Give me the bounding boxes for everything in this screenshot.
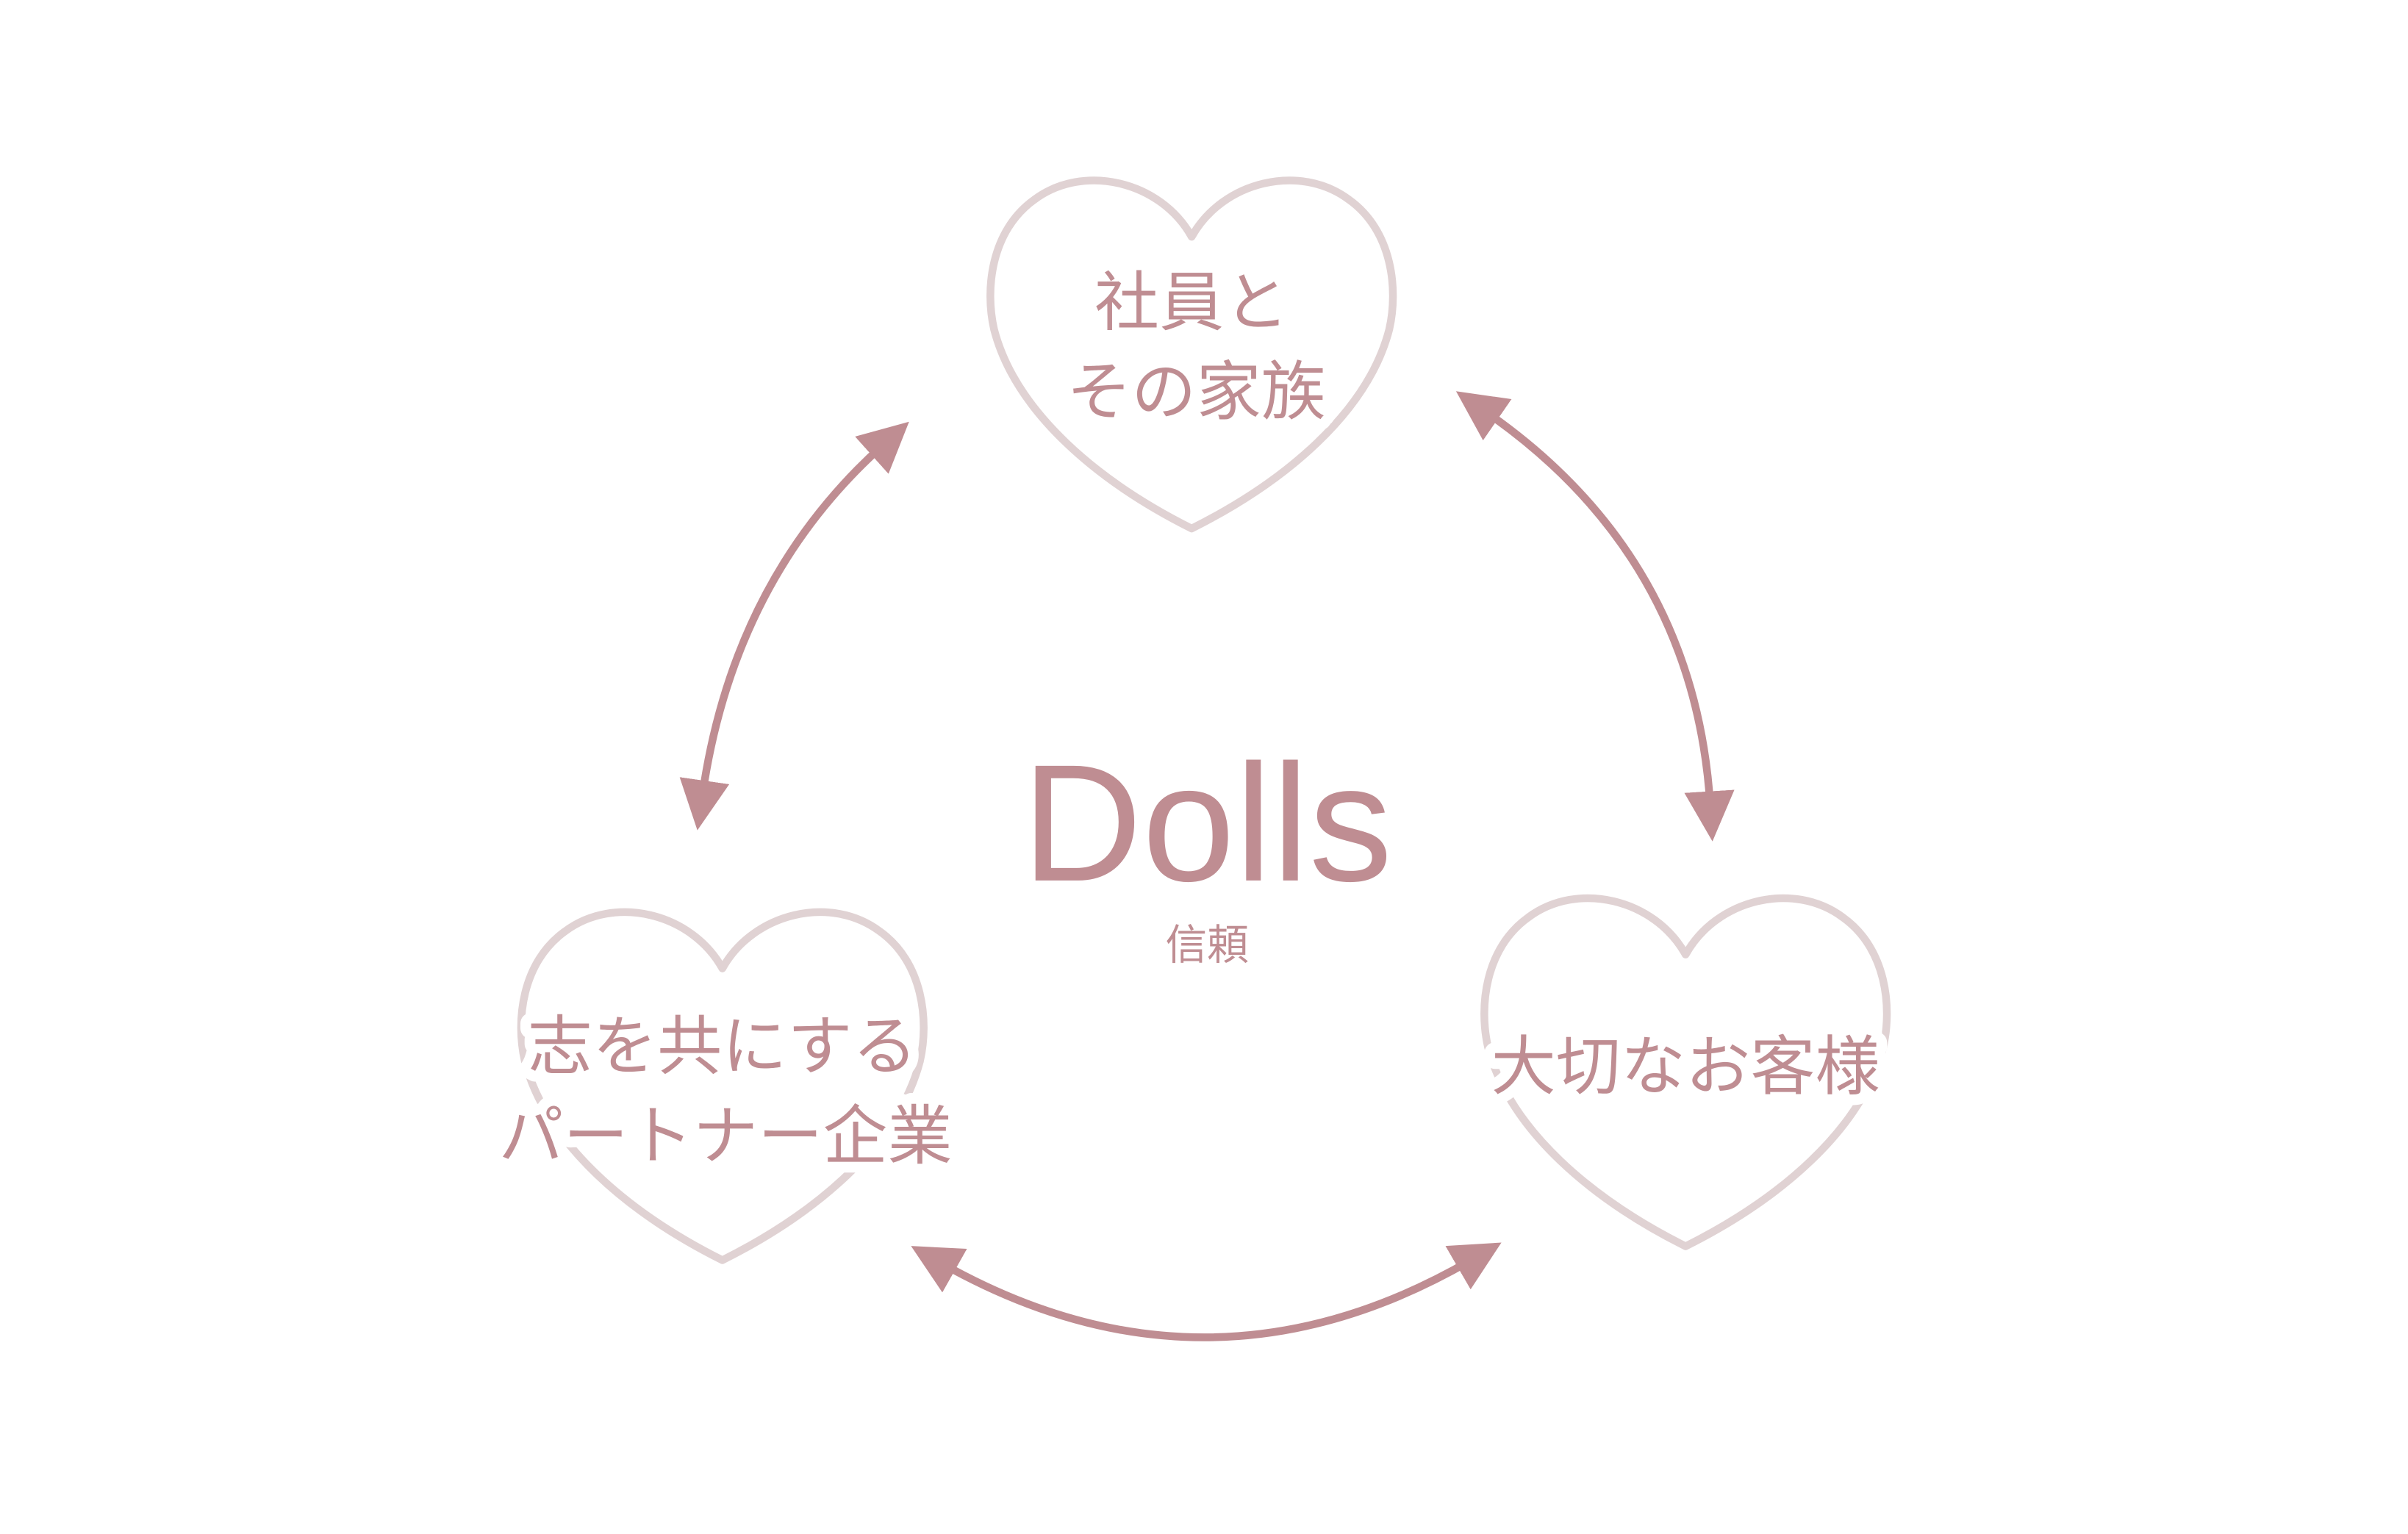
arrow-top-right	[1455, 391, 1735, 842]
heart-icon-left	[517, 908, 928, 1264]
arrow-left-right	[911, 1242, 1502, 1341]
node-left-line2: パートナー企業	[498, 1098, 952, 1174]
heart-icon-top	[986, 176, 1397, 533]
node-left-line1: 志を共にする	[528, 1008, 917, 1084]
heart-icon-right	[1480, 894, 1891, 1250]
node-right-line1: 大切なお客様	[1491, 1028, 1880, 1104]
arrow-left-top	[679, 421, 909, 831]
center-subtitle: 信頼	[1166, 921, 1249, 969]
center-title: Dolls	[1022, 731, 1392, 917]
node-top-line2: その家族	[1067, 354, 1326, 430]
node-top-line1: 社員と	[1094, 265, 1289, 340]
